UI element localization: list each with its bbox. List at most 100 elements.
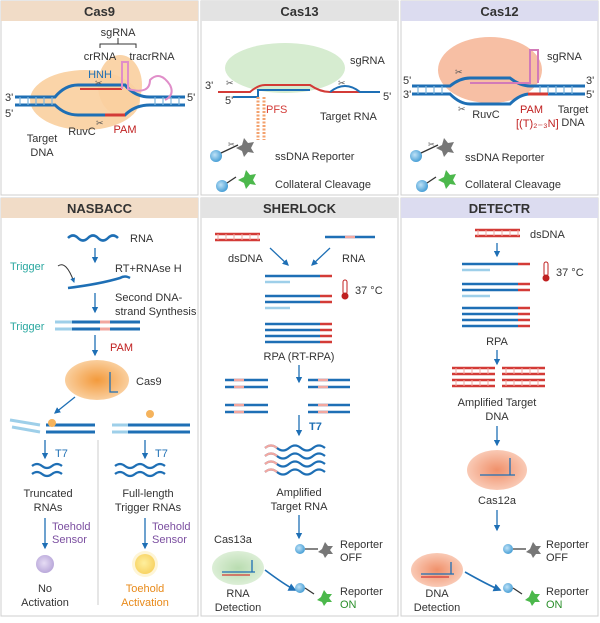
cas12-5prime-right: 5' [586,89,594,101]
reporter-ball-icon [416,180,428,192]
sherlock-panel: dsDNA RNA 37 °C RPA (RT-RPA) [212,232,383,614]
arrow [269,247,289,266]
nasbacc-cas9-protein [65,360,129,400]
sherlock-rna-label: RNA [342,253,366,265]
detectr-temp-label: 37 °C [556,267,584,279]
cas12-pam-label: PAM [520,104,543,116]
scissors-icon: ✂ [455,67,463,77]
reporter-ball-icon [503,583,513,593]
cas9-pam-label: PAM [113,124,136,136]
cas13-protein [225,43,345,93]
detectr-rep-off-label-1: Reporter [546,539,589,551]
nasbacc-second-label-1: Second DNA- [115,292,183,304]
cas13-panel: sgRNA PFS Target RNA 3' 5' 5' ✂ ✂ ✂ ssDN… [205,43,391,192]
sherlock-amplified-rna [264,444,326,476]
sherlock-dsdna-ladder [217,234,259,240]
detectr-dsdna [475,228,520,238]
nasbacc-act-label-2: Activation [121,597,169,609]
cas12-dna-top [412,76,585,88]
nasbacc-title: NASBACC [67,201,133,216]
toehold-on-icon [135,554,155,574]
cas9-dna-label: DNA [30,147,54,159]
guide-rna-glyph [421,562,454,575]
cas12-header-bg [401,1,598,21]
cas13-sgrna-label: sgRNA [350,55,386,67]
detectr-rep-on-label-1: Reporter [546,586,589,598]
nasbacc-full-label-1: Full-length [122,488,173,500]
sherlock-temp-label: 37 °C [355,285,383,297]
sherlock-t7-dna [225,378,350,414]
detectr-cas12a-detect [411,553,463,587]
sherlock-cas13a-protein [212,551,264,585]
quencher-star-icon [236,138,254,157]
fluorophore-star-icon [317,590,332,606]
cas12-sgrna-label: sgRNA [547,51,583,63]
quencher-star-icon [526,542,541,558]
cas12-title: Cas12 [480,4,518,19]
guide-rna-glyph [109,372,118,393]
reporter-linker [420,144,439,154]
detectr-rep-off-label-2: OFF [546,552,568,564]
nasbacc-toehold1-label-a: Toehold [52,521,91,533]
detectr-dsdna-ladder [477,230,519,236]
cas9-hnh-label: HNH [88,69,112,81]
cas13-5prime-right: 5' [383,91,391,103]
nasbacc-trunc-label-2: RNAs [34,502,63,514]
sherlock-amp-label-2: Target RNA [271,501,329,513]
detectr-dsdna-label: dsDNA [530,229,566,241]
cas12-crrna [470,49,539,84]
cas13-reporter-label: ssDNA Reporter [275,151,355,163]
nasbacc-noact-label-2: Activation [21,597,69,609]
nasbacc-pam-segment [100,320,110,331]
cas13-target-rna-label: Target RNA [320,111,378,123]
nasbacc-trigger-segment [112,423,128,434]
reporter-ball-icon [216,180,228,192]
sherlock-dsdna-label: dsDNA [228,253,264,265]
nasbacc-t7-label-a: T7 [55,448,68,460]
nasbacc-rna-label: RNA [130,233,154,245]
detectr-rpa-label: RPA [486,336,508,348]
fluorophore-star-icon [238,170,256,189]
scissors-icon: ✂ [95,78,103,88]
scissors-icon: ✂ [226,78,234,88]
detectr-amp-label-2: DNA [485,411,509,423]
cas9-panel: sgRNA crRNA tracrRNA HNH RuvC PAM Target… [5,27,195,159]
scissors-icon: ✂ [458,104,466,114]
arrow [464,571,502,592]
cas9-dna-bottom [15,103,185,117]
detectr-det-label-2: Detection [414,602,460,614]
fluorophore-star-icon [438,170,456,189]
cas12-5prime-left: 5' [403,75,411,87]
nasbacc-act-label-1: Toehold [126,583,165,595]
cas13-3prime: 3' [205,80,213,92]
nasbacc-rt-label: RT+RNAse H [115,263,182,275]
thermometer-icon [542,261,550,282]
cas9-header-bg [1,1,198,21]
cas9-sgrna-label: sgRNA [101,27,137,39]
cas12-dna-ladder [417,86,573,94]
cas13-rna-3end [329,85,380,93]
nasbacc-trigger-label-2: Trigger [10,321,45,333]
arrow [311,247,331,266]
sherlock-det-label-1: RNA [226,588,250,600]
scissors-icon: ✂ [428,140,435,149]
reporter-ball-icon [295,544,305,554]
guide-rna-glyph [480,458,515,476]
cas9-target-label: Target [27,133,58,145]
sherlock-title: SHERLOCK [263,201,337,216]
scissors-icon: ✂ [228,140,235,149]
guide-rna-glyph [222,560,255,573]
reporter-linker [512,587,523,595]
detectr-header-bg [401,198,598,218]
nasbacc-cdna-strand [67,275,131,290]
toehold-off-icon [36,555,54,573]
sherlock-rep-off-label-2: OFF [340,552,362,564]
cas9-sgrna-bracket [99,38,137,48]
cas13-5prime-left: 5' [225,95,233,107]
cas9-dna-ladder [19,97,180,105]
cas12-protein [438,37,542,103]
arrow [264,569,297,591]
sherlock-rep-on-label-2: ON [340,599,357,611]
cas9-crrna-label: crRNA [84,51,117,63]
